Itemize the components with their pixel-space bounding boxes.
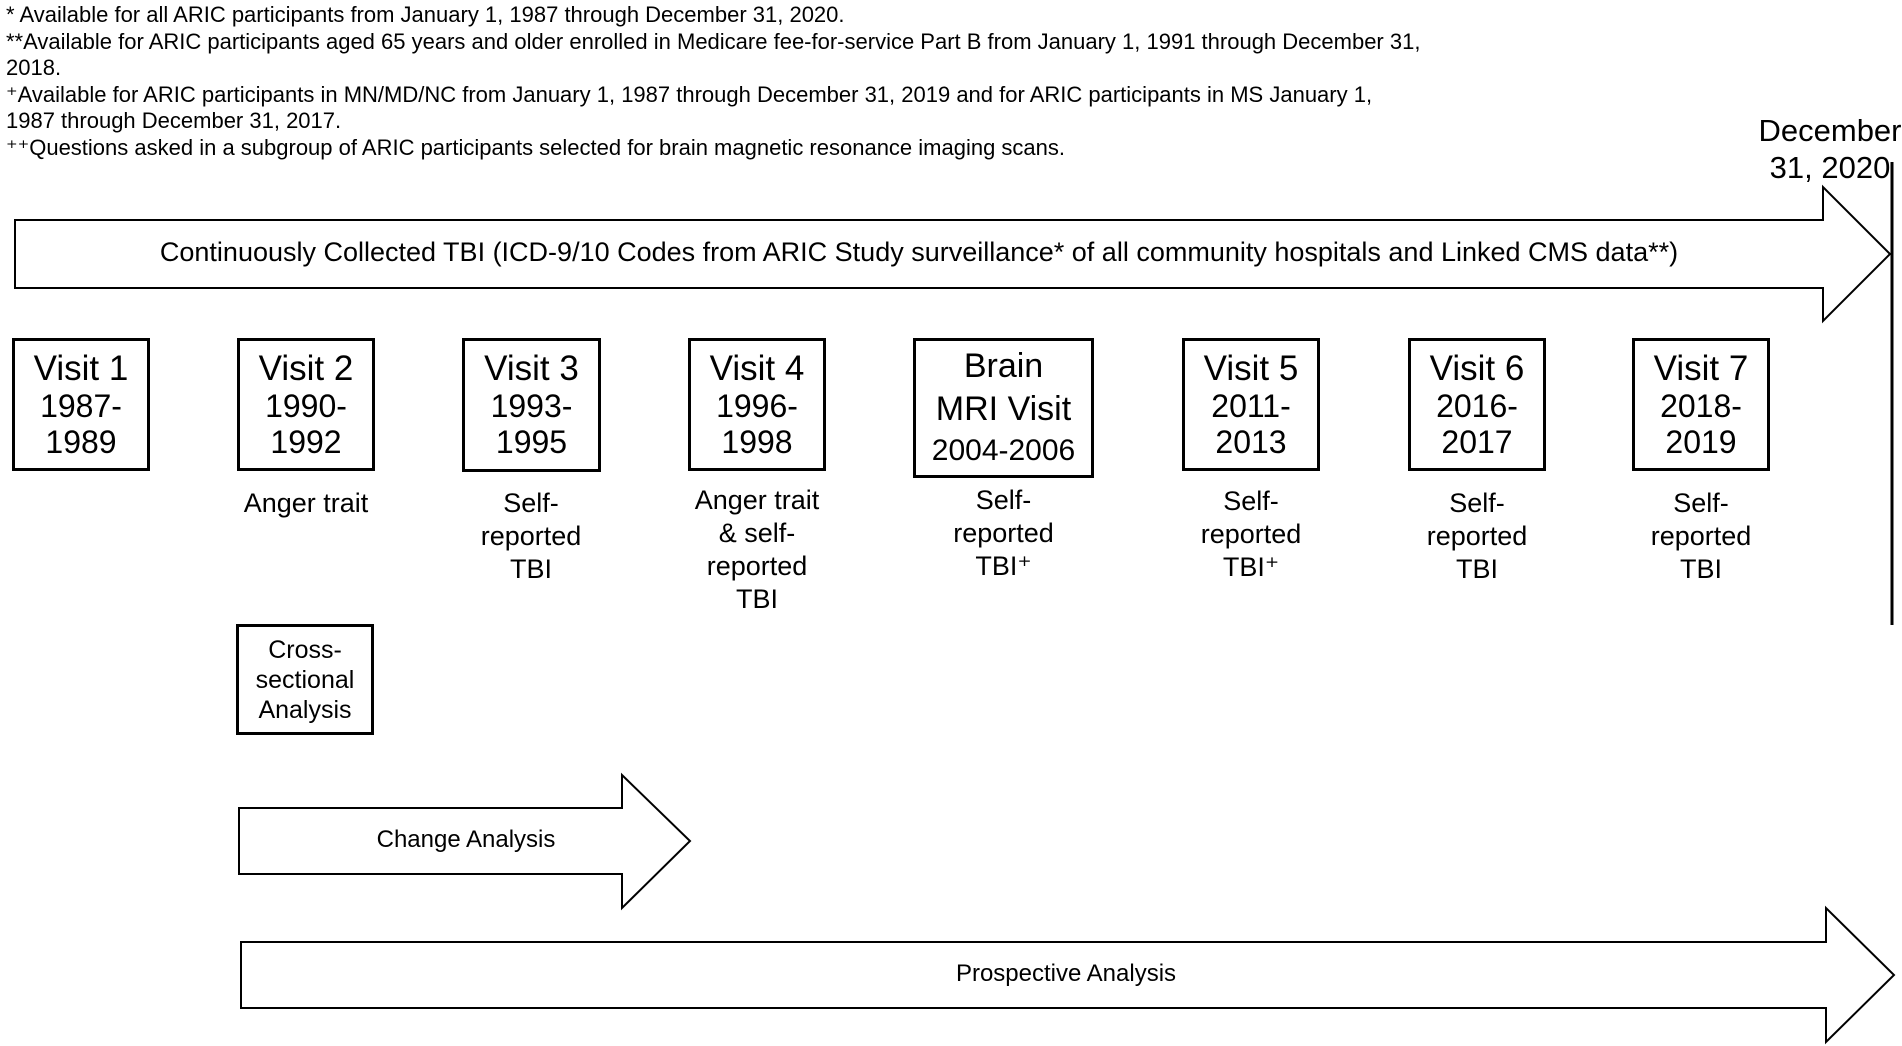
visit-5-box: Visit 5 2011-2013	[1182, 338, 1320, 471]
brain-mri-visit-years: 2004-2006	[931, 434, 1076, 467]
visit-5-years: 2011-2013	[1211, 387, 1291, 460]
visit-1-name: Visit 1	[33, 348, 129, 388]
visit-2-label: Anger trait	[243, 488, 369, 518]
visit-1-box: Visit 1 1987-1989	[12, 338, 150, 471]
footnote-2: **Available for ARIC participants aged 6…	[6, 28, 1421, 81]
visit-7-name: Visit 7	[1653, 348, 1749, 388]
end-date-label: December 31, 2020	[1758, 113, 1902, 185]
visit-2-years: 1990-1992	[265, 387, 347, 460]
prospective-analysis-label: Prospective Analysis	[955, 960, 1177, 987]
footnote-3: ⁺Available for ARIC participants in MN/M…	[6, 81, 1373, 134]
change-analysis-label: Change Analysis	[376, 826, 556, 853]
visit-7-years: 2018-2019	[1660, 387, 1742, 460]
visit-3-box: Visit 3 1993-1995	[462, 338, 601, 472]
footnote-4: ⁺⁺Questions asked in a subgroup of ARIC …	[6, 134, 1066, 160]
change-analysis-arrow	[238, 772, 692, 911]
visit-3-name: Visit 3	[484, 349, 579, 388]
visit-4-name: Visit 4	[709, 348, 805, 388]
continuous-tbi-label: Continuously Collected TBI (ICD-9/10 Cod…	[159, 237, 1679, 267]
visit-6-years: 2016-2017	[1436, 387, 1518, 460]
continuous-tbi-arrow	[14, 184, 1892, 324]
prospective-analysis-arrow	[240, 905, 1896, 1045]
visit-3-years: 1993-1995	[490, 388, 573, 460]
visit-4-years: 1996-1998	[716, 387, 798, 460]
visit-6-name: Visit 6	[1429, 348, 1525, 388]
visit-1-years: 1987-1989	[40, 387, 122, 460]
visit-2-name: Visit 2	[258, 348, 354, 388]
visit-5-name: Visit 5	[1203, 348, 1299, 388]
visit-7-box: Visit 7 2018-2019	[1632, 338, 1770, 471]
visit-6-box: Visit 6 2016-2017	[1408, 338, 1546, 471]
visit-2-box: Visit 2 1990-1992	[237, 338, 375, 471]
visit-4-box: Visit 4 1996-1998	[688, 338, 826, 471]
footnotes: * Available for all ARIC participants fr…	[6, 2, 1426, 161]
footnote-1: * Available for all ARIC participants fr…	[6, 2, 845, 27]
